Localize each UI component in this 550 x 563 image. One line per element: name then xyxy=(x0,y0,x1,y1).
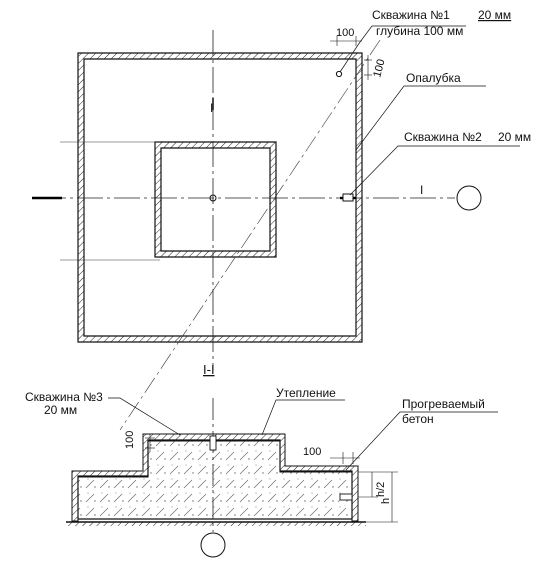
leader-formwork xyxy=(355,85,486,151)
section-dim-100-left: 100 xyxy=(124,431,136,449)
well-3-section xyxy=(209,435,217,451)
outer-formwork xyxy=(77,52,363,343)
section-mark-right: I xyxy=(420,183,423,197)
diagonal-axis xyxy=(119,39,381,431)
well-2-title: Скважина №2 xyxy=(404,130,482,144)
plan-dim-100-vertical: 100 xyxy=(371,58,387,79)
well-2-diameter: 20 мм xyxy=(498,130,531,144)
heated-concrete-label-2: бетон xyxy=(402,412,434,426)
section-view xyxy=(66,397,498,558)
well-3-title: Скважина №3 xyxy=(25,390,103,404)
plan-view xyxy=(32,25,520,431)
leader-insulation xyxy=(261,399,345,436)
heated-concrete-label-1: Прогреваемый xyxy=(402,397,485,411)
well-1-title: Скважина №1 xyxy=(372,8,450,22)
section-dim-100-right: 100 xyxy=(303,446,321,458)
section-dim-h: h xyxy=(380,498,392,504)
section-dim-half-h: h/2 xyxy=(375,482,387,497)
well-1-marker xyxy=(335,70,343,78)
section-marker-circle-bottom xyxy=(200,532,226,558)
section-mark-top: I xyxy=(210,101,213,115)
section-title: I-I xyxy=(203,362,215,377)
section-marker-circle-right xyxy=(456,185,482,211)
insulation-label: Утепление xyxy=(276,386,336,400)
leader-well-2 xyxy=(349,145,520,196)
well-side-section xyxy=(339,493,353,501)
well-1-diameter: 20 мм xyxy=(478,8,511,22)
leader-well-1 xyxy=(339,25,466,73)
plan-dim-100-horizontal: 100 xyxy=(336,27,354,39)
insulation-layer xyxy=(71,433,359,522)
well-center-marker xyxy=(209,194,217,202)
inner-formwork xyxy=(154,141,277,258)
well-3-diameter: 20 мм xyxy=(44,403,77,417)
well-1-depth: глубина 100 мм xyxy=(376,24,463,38)
well-2-marker xyxy=(342,193,354,202)
leader-well-3 xyxy=(108,397,181,436)
ground-hatch xyxy=(66,522,366,526)
leader-heated-concrete xyxy=(345,411,498,471)
formwork-label: Опалубка xyxy=(406,71,461,85)
